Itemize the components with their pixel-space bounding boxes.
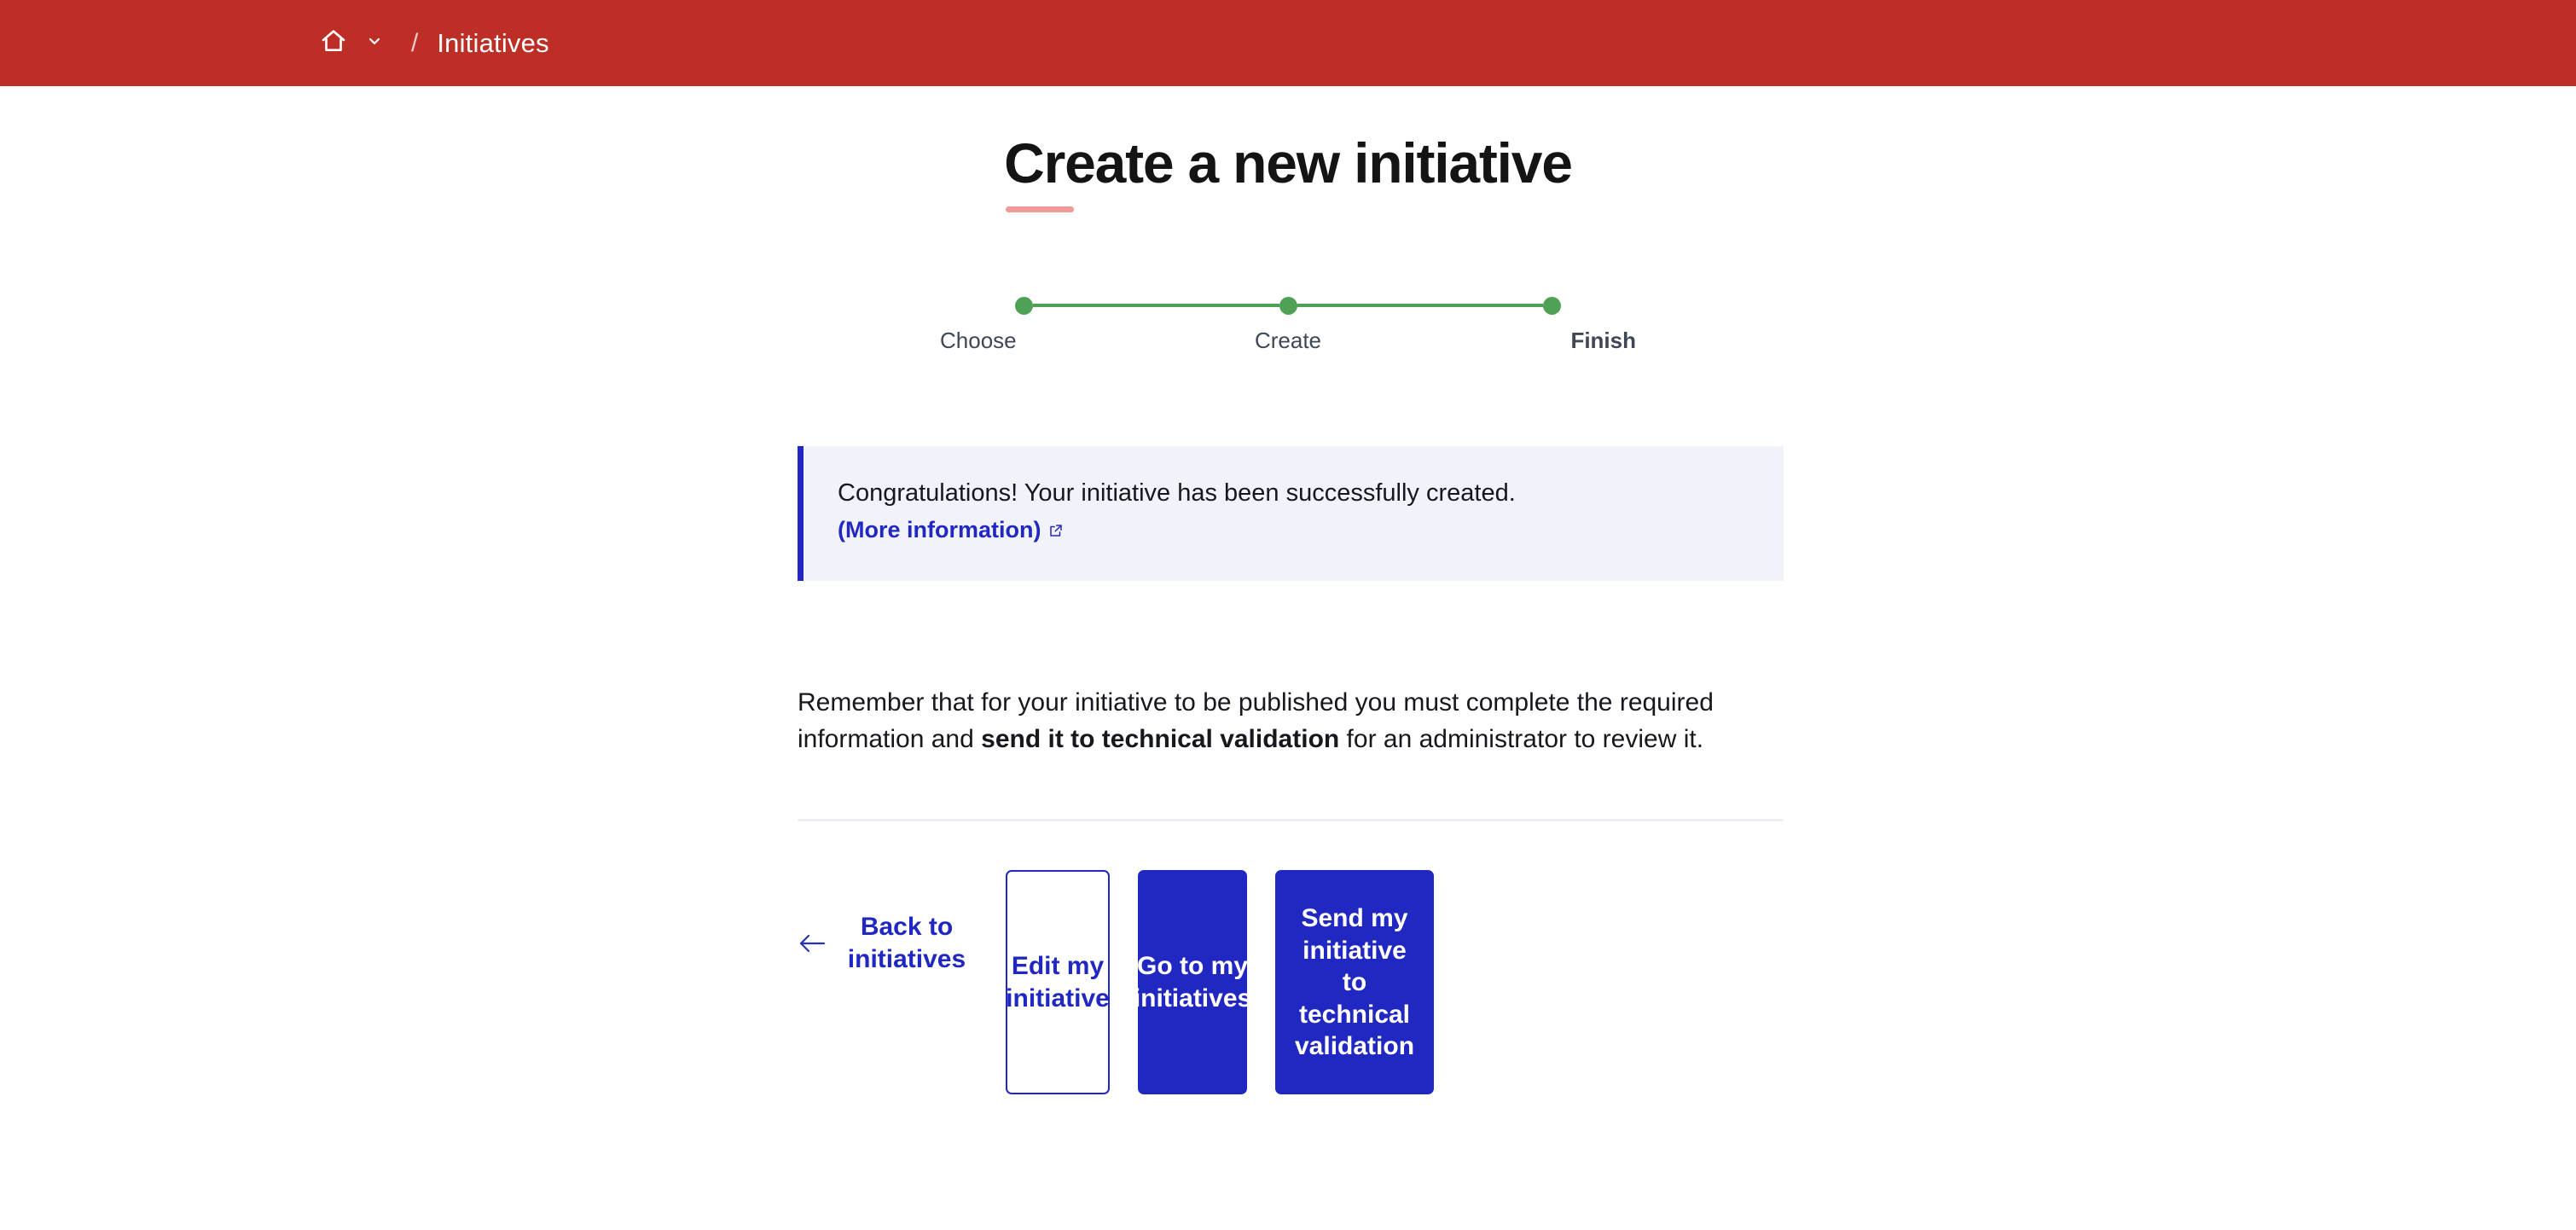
send-to-technical-validation-button[interactable]: Send my initiative to technical validati… xyxy=(1275,870,1434,1095)
home-dropdown-button[interactable] xyxy=(360,26,389,61)
arrow-left-icon xyxy=(798,932,827,954)
back-to-initiatives-link[interactable]: Back to initiatives xyxy=(798,911,975,975)
instruction-part-2: for an administrator to review it. xyxy=(1339,724,1704,753)
page-title-wrap: Create a new initiative xyxy=(0,86,2576,213)
step-dot-create[interactable] xyxy=(1279,296,1297,315)
home-button[interactable] xyxy=(316,26,351,61)
progress-stepper: Choose Create Finish xyxy=(0,294,2576,354)
action-button-row: Back to initiatives Edit my initiative G… xyxy=(798,870,1784,1146)
edit-my-initiative-label: Edit my initiative xyxy=(1006,952,1110,1012)
stepper-labels: Choose Create Finish xyxy=(940,328,1636,354)
page-body: Create a new initiative Choose Create Fi… xyxy=(0,86,2576,1146)
content-column: Congratulations! Your initiative has bee… xyxy=(798,446,1784,1146)
step-dot-choose[interactable] xyxy=(1015,296,1033,315)
back-to-initiatives-label: Back to initiatives xyxy=(847,913,966,973)
go-to-my-initiatives-button[interactable]: Go to my initiatives xyxy=(1134,870,1251,1095)
instruction-paragraph: Remember that for your initiative to be … xyxy=(798,685,1761,757)
step-connector-2 xyxy=(1297,304,1543,308)
section-divider xyxy=(798,819,1784,822)
go-to-my-initiatives-label: Go to my initiatives xyxy=(1133,952,1252,1012)
breadcrumb-separator: / xyxy=(411,28,419,57)
more-information-link[interactable]: (More information) xyxy=(838,517,1041,543)
stepper-inner: Choose Create Finish xyxy=(940,294,1636,354)
callout-message: Congratulations! Your initiative has bee… xyxy=(838,479,1516,508)
top-navigation-bar: / Initiatives xyxy=(0,0,2576,86)
external-link-icon xyxy=(1048,523,1064,538)
edit-my-initiative-button[interactable]: Edit my initiative xyxy=(1006,870,1110,1095)
breadcrumb-initiatives[interactable]: Initiatives xyxy=(437,27,549,58)
page-title-text: Create a new initiative xyxy=(1004,131,1573,194)
step-label-choose: Choose xyxy=(940,328,1017,354)
title-accent-underline xyxy=(1006,206,1075,213)
step-dot-finish[interactable] xyxy=(1543,296,1561,315)
page-title: Create a new initiative xyxy=(1004,131,1573,213)
success-callout: Congratulations! Your initiative has bee… xyxy=(798,446,1784,582)
chevron-down-icon xyxy=(366,32,383,54)
instruction-part-1: Remember that for your initiative to be … xyxy=(798,688,1714,753)
step-label-finish: Finish xyxy=(1570,328,1636,354)
home-icon xyxy=(320,27,347,59)
send-to-technical-validation-label: Send my initiative to technical validati… xyxy=(1295,904,1415,1061)
stepper-track xyxy=(1015,294,1561,316)
step-label-create: Create xyxy=(1254,328,1322,354)
callout-link-row: (More information) xyxy=(838,517,1749,543)
step-connector-1 xyxy=(1033,304,1279,308)
instruction-bold: send it to technical validation xyxy=(981,724,1340,753)
